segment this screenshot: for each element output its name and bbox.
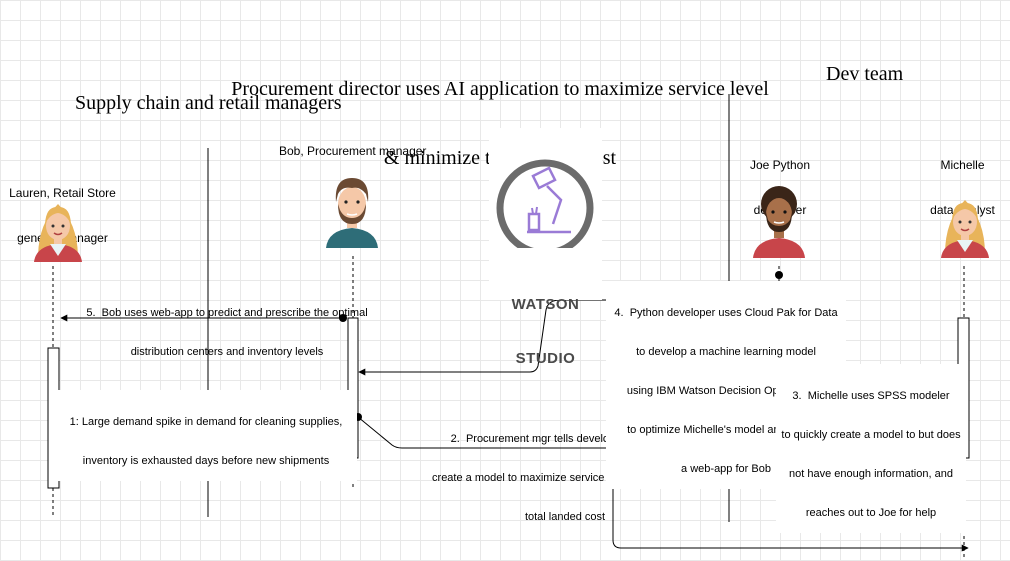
message-5-label: 5. Bob uses web-app to predict and presc… bbox=[72, 281, 382, 372]
message-4-line-1: 4. Python developer uses Cloud Pak for D… bbox=[614, 307, 838, 319]
lauren-name: Lauren, Retail Store bbox=[9, 186, 116, 200]
michelle-name: Michelle bbox=[940, 158, 985, 172]
arrow-msg-5-origin bbox=[339, 314, 347, 322]
lamp-icon bbox=[496, 159, 594, 248]
message-3-line-3: not have enough information, and bbox=[789, 468, 953, 480]
arrow-msg-2 bbox=[357, 416, 775, 452]
watson-studio-logo: WATSON STUDIO bbox=[489, 128, 602, 367]
message-1-label: 1: Large demand spike in demand for clea… bbox=[55, 390, 357, 481]
message-2-line-3: total landed cost bbox=[524, 511, 606, 523]
message-3-label: 3. Michelle uses SPSS modeler to quickly… bbox=[776, 364, 966, 533]
group-label-left: Supply chain and retail managers bbox=[75, 92, 342, 114]
logo-text: WATSON STUDIO bbox=[489, 260, 602, 404]
message-5-line-1: 5. Bob uses web-app to predict and presc… bbox=[86, 307, 368, 319]
arrow-msg-2-branch bbox=[612, 448, 969, 552]
lauren-avatar bbox=[34, 204, 82, 262]
message-3-line-4: reaches out to Joe for help bbox=[805, 507, 937, 519]
logo-text-line-1: WATSON bbox=[511, 296, 580, 313]
message-4-line-5: a web-app for Bob bbox=[681, 463, 771, 475]
group-label-right: Dev team bbox=[826, 63, 904, 85]
arrow-msg-4-origin bbox=[775, 271, 783, 279]
message-5-line-2: distribution centers and inventory level… bbox=[130, 346, 324, 358]
actor-label-bob: Bob, Procurement manager bbox=[279, 144, 427, 158]
joe-name: Joe Python bbox=[749, 158, 811, 172]
title-line-1: Procurement director uses AI application… bbox=[231, 78, 769, 100]
message-1-line-1: 1: Large demand spike in demand for clea… bbox=[69, 416, 343, 428]
bob-avatar bbox=[326, 178, 378, 248]
message-4-line-2: to develop a machine learning model bbox=[636, 346, 816, 358]
message-3-line-2: to quickly create a model to but does bbox=[781, 429, 961, 441]
joe-avatar bbox=[753, 186, 805, 258]
logo-text-line-2: STUDIO bbox=[515, 350, 576, 367]
message-1-line-2: inventory is exhausted days before new s… bbox=[82, 455, 330, 467]
message-3-line-1: 3. Michelle uses SPSS modeler bbox=[792, 390, 950, 402]
michelle-avatar bbox=[941, 200, 989, 258]
